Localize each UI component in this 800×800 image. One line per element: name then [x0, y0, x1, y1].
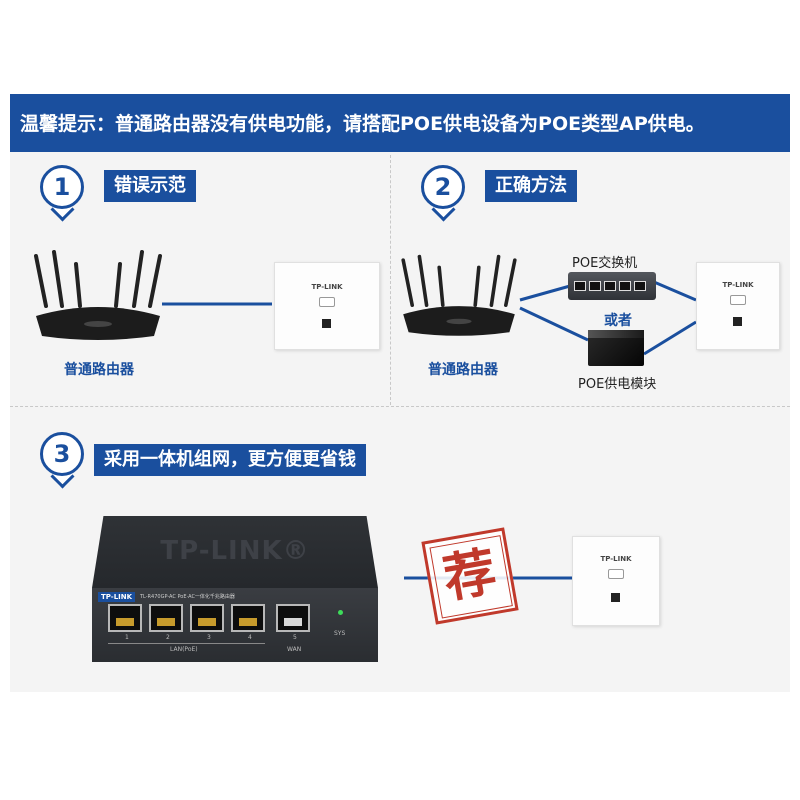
- horizontal-divider: [10, 406, 790, 407]
- step-3-number: 3: [40, 432, 84, 476]
- port-number: 3: [207, 634, 211, 641]
- step-2-number: 2: [421, 165, 465, 209]
- switch-port: [634, 281, 646, 291]
- front-model-text: TL-R470GP-AC PoE·AC一体化千兆路由器: [140, 594, 235, 600]
- wall-ap-device: TP-LINK: [274, 262, 380, 350]
- ap-brand-label: TP-LINK: [722, 281, 754, 289]
- wan-label: WAN: [287, 646, 302, 653]
- router-icon: [401, 254, 517, 336]
- ap-ethernet-port: [733, 317, 742, 326]
- step-1-title: 错误示范: [104, 170, 196, 202]
- wan-port-5: [276, 604, 310, 632]
- sys-label: SYS: [334, 630, 346, 637]
- step-2-title: 正确方法: [485, 170, 577, 202]
- ap-indicator: [319, 297, 335, 307]
- lan-label: LAN(PoE): [170, 646, 198, 653]
- vertical-divider: [390, 155, 391, 405]
- tip-banner-text: 温馨提示：普通路由器没有供电功能，请搭配POE供电设备为POE类型AP供电。: [20, 113, 705, 135]
- ap-indicator: [608, 569, 624, 579]
- router-icon: [34, 250, 162, 340]
- step-3-title: 采用一体机组网，更方便更省钱: [94, 444, 366, 476]
- ap-indicator: [730, 295, 746, 305]
- step-3-marker: 3: [32, 432, 96, 489]
- switch-port: [589, 281, 601, 291]
- ap-ethernet-port: [322, 319, 331, 328]
- lan-port-2: [149, 604, 183, 632]
- step-2-marker: 2: [413, 165, 477, 222]
- wall-ap-device: TP-LINK: [572, 536, 660, 626]
- step-1-marker: 1: [32, 165, 96, 222]
- cable-router-to-module: [519, 306, 589, 342]
- module-highlight: [588, 330, 644, 338]
- poe-switch-device: [568, 272, 656, 300]
- switch-port: [574, 281, 586, 291]
- poe-module-caption: POE供电模块: [578, 377, 657, 392]
- sys-led: [338, 610, 343, 615]
- top-whitespace: [0, 0, 800, 94]
- ap-ethernet-port: [611, 593, 620, 602]
- stamp-text: 荐: [439, 541, 501, 611]
- lan-port-3: [190, 604, 224, 632]
- tip-banner: [10, 94, 790, 152]
- lan-bracket: [108, 643, 265, 644]
- poe-switch-caption: POE交换机: [572, 256, 638, 271]
- lan-port-1: [108, 604, 142, 632]
- step-1-number: 1: [40, 165, 84, 209]
- section-2-router-caption: 普通路由器: [428, 362, 498, 378]
- ap-brand-label: TP-LINK: [311, 283, 343, 291]
- cable-switch-to-ap: [653, 280, 697, 302]
- router-front-panel: TP-LINK TL-R470GP-AC PoE·AC一体化千兆路由器 1 2 …: [92, 588, 378, 662]
- poe-module-device: [588, 330, 644, 366]
- router-top-logo: TP-LINK®: [160, 536, 310, 566]
- switch-port: [619, 281, 631, 291]
- lan-port-4: [231, 604, 265, 632]
- cable-router-to-switch: [519, 284, 571, 302]
- section-1-router-caption: 普通路由器: [64, 362, 134, 378]
- front-brand-badge: TP-LINK: [98, 592, 136, 602]
- port-number: 1: [125, 634, 129, 641]
- port-number: 4: [248, 634, 252, 641]
- port-number: 2: [166, 634, 170, 641]
- recommend-stamp: 荐: [421, 527, 519, 625]
- ap-brand-label: TP-LINK: [600, 555, 632, 563]
- or-text: 或者: [604, 313, 632, 329]
- cable-module-to-ap: [643, 320, 697, 356]
- wall-ap-device: TP-LINK: [696, 262, 780, 350]
- port-number: 5: [293, 634, 297, 641]
- switch-port: [604, 281, 616, 291]
- router-top-panel: TP-LINK®: [92, 516, 378, 588]
